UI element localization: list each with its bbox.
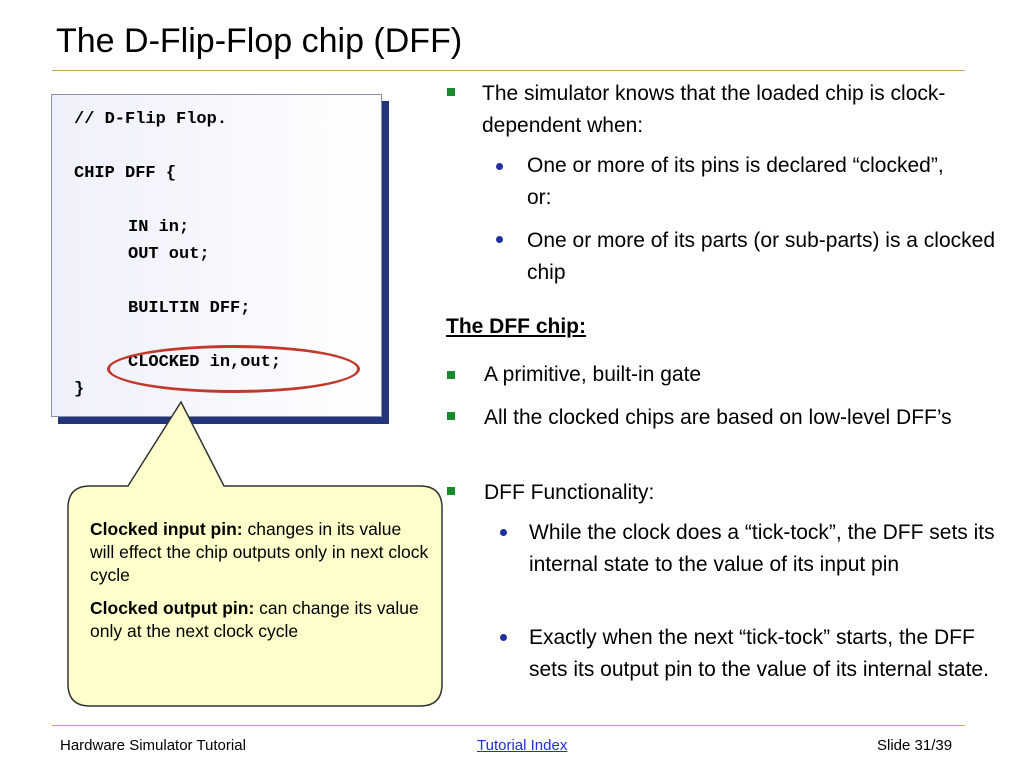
slide-title: The D-Flip-Flop chip (DFF)	[56, 22, 463, 60]
dff-chip-subheading: The DFF chip:	[446, 315, 586, 338]
footer-tutorial-name: Hardware Simulator Tutorial	[60, 737, 246, 754]
sub-bullet-pins-clocked: One or more of its pins is declared “clo…	[527, 154, 944, 209]
code-chip-declaration: CHIP DFF {	[74, 164, 177, 183]
dot-bullet-icon	[500, 529, 507, 536]
square-bullet-icon	[447, 88, 455, 96]
square-bullet-icon	[447, 487, 455, 495]
code-comment: // D-Flip Flop.	[74, 110, 228, 129]
square-bullet-icon	[447, 412, 455, 420]
code-out-declaration: OUT out;	[128, 245, 210, 264]
footer-divider	[52, 725, 965, 726]
dot-bullet-icon	[496, 163, 503, 170]
sub-bullet-tick-tock: While the clock does a “tick-tock”, the …	[529, 521, 995, 576]
sub-bullet-next-tick-tock: Exactly when the next “tick-tock” starts…	[529, 626, 989, 681]
title-divider	[52, 70, 965, 71]
bullet-simulator-knows: The simulator knows that the loaded chip…	[482, 82, 946, 137]
bullet-primitive-gate: A primitive, built-in gate	[484, 363, 702, 386]
dot-bullet-icon	[500, 634, 507, 641]
callout-output-pin: Clocked output pin: can change its value…	[90, 598, 419, 641]
callout-text: Clocked input pin: changes in its value …	[90, 518, 430, 653]
code-in-declaration: IN in;	[128, 218, 190, 237]
callout-input-pin: Clocked input pin: changes in its value …	[90, 519, 429, 585]
code-builtin: BUILTIN DFF;	[128, 299, 251, 318]
slide-number: Slide 31/39	[877, 737, 953, 754]
tutorial-index-link[interactable]: Tutorial Index	[477, 737, 568, 754]
bullet-clocked-chips: All the clocked chips are based on low-l…	[484, 406, 952, 429]
square-bullet-icon	[447, 371, 455, 379]
bullet-dff-functionality: DFF Functionality:	[484, 481, 655, 504]
code-close-brace: }	[74, 380, 85, 399]
dot-bullet-icon	[496, 236, 503, 243]
clocked-highlight-oval	[107, 345, 360, 393]
sub-bullet-parts-clocked: One or more of its parts (or sub-parts) …	[527, 229, 995, 284]
